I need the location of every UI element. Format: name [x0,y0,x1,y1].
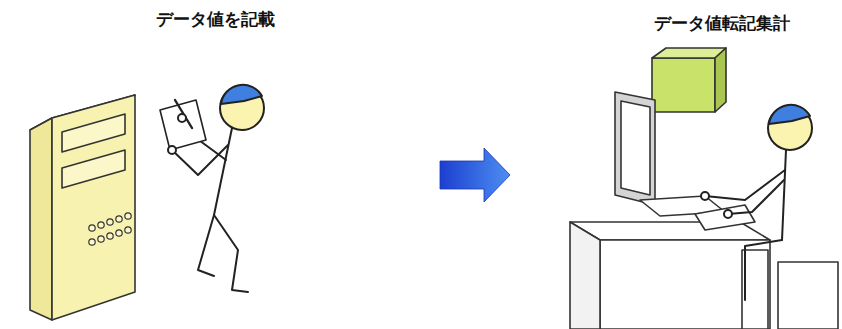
desk-scene [570,48,838,329]
monitor [615,92,655,205]
worker-typing [701,105,812,300]
hand [178,114,186,122]
arm [705,170,785,200]
cabinet-buttons [89,213,131,245]
cap [221,85,262,104]
computer-unit [652,58,715,112]
button [116,230,122,236]
paper [695,205,755,230]
button [116,216,122,222]
button [107,219,113,225]
button [125,213,131,219]
leg [198,215,214,276]
computer-top [652,48,726,58]
body [214,128,232,215]
step-heading: データ値転記集計 [622,12,822,35]
pen [175,100,192,128]
hand [701,192,709,200]
hand [724,210,732,218]
cap [769,105,810,124]
meter-cabinet [30,95,135,320]
scene-step: データ値を記載 [20,20,440,329]
monitor-screen [621,101,650,195]
arm [172,145,228,175]
desk-side [570,222,600,329]
flow-arrow [440,148,510,202]
cabinet-window [62,114,125,152]
computer-side [715,48,726,112]
worker-writing [160,85,264,292]
leg [214,215,248,292]
body [782,150,786,240]
step-heading: データ値を記載 [115,8,315,31]
scene-step: データ値転記集計 [510,20,842,329]
cabinet-front [52,95,135,320]
button [89,225,95,231]
clipboard [160,100,206,150]
hand [168,146,176,154]
button [89,239,95,245]
leg [745,240,782,300]
cabinet-side [30,118,52,320]
button [98,222,104,228]
button [107,233,113,239]
chair [778,262,838,329]
cabinet-window [62,150,125,188]
arm [728,180,784,214]
button [98,236,104,242]
button [125,227,131,233]
